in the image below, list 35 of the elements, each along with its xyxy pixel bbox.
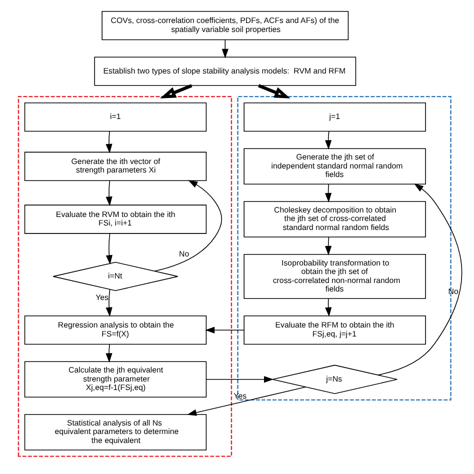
node-box: Statistical analysis of all Ns equivalent parameters to determine the equivalent xyxy=(24,414,207,450)
node-box: Evaluate the RVM to obtain the ith FSi, i=i+1 xyxy=(24,204,207,234)
arrow xyxy=(325,131,332,150)
arrow xyxy=(106,289,112,317)
arrow xyxy=(205,326,244,334)
edge-label: Yes xyxy=(96,292,108,302)
edge-label: No xyxy=(179,250,190,259)
edge-label: No xyxy=(448,287,458,296)
arrow xyxy=(258,84,290,98)
arrow xyxy=(106,180,112,206)
node-box: i=1 xyxy=(24,102,207,132)
arrow xyxy=(106,131,112,154)
edge-label: Yes xyxy=(234,391,247,400)
arrow xyxy=(325,236,332,256)
node-box: Isoprobability transformation to obtain the jth set of cross-correlated non-normal random fields xyxy=(244,254,426,299)
node-box: Generate the jth set of independent standard normal random fields xyxy=(244,148,426,185)
arrow xyxy=(106,233,112,265)
arrow xyxy=(222,39,228,58)
cluster xyxy=(18,96,232,457)
node-box: Regression analysis to obtain the FS=f(X) xyxy=(24,316,207,345)
arrow xyxy=(378,184,462,376)
arrow xyxy=(154,180,222,272)
arrow xyxy=(160,84,192,98)
node-box: Establish two types of slope stability analysis models: RVM and RFM xyxy=(94,56,356,86)
arrow xyxy=(324,184,332,202)
node-box: j=1 xyxy=(244,102,426,132)
node-box: Choleskey decomposition to obtain the jth set of cross-correlated standard normal random fields xyxy=(244,201,426,238)
node-box: Evaluate the RFM to obtain the ith FSj,eq, j=j+1 xyxy=(244,316,426,345)
arrow xyxy=(206,376,274,383)
node-diamond: i=Nt xyxy=(52,262,178,292)
node-box: COVs, cross-correlation coefficients, PDFs, ACFs and AFs) of the spatially variable soil properties xyxy=(102,10,349,40)
node-diamond: j=Ns xyxy=(272,364,398,394)
node-box: Generate the ith vector of strength parameters Xi xyxy=(24,152,207,181)
arrow xyxy=(106,344,112,363)
node-box: Calculate the jth equivalent strength parameter Xj,eq=f-1(FSj,eq) xyxy=(24,361,207,398)
